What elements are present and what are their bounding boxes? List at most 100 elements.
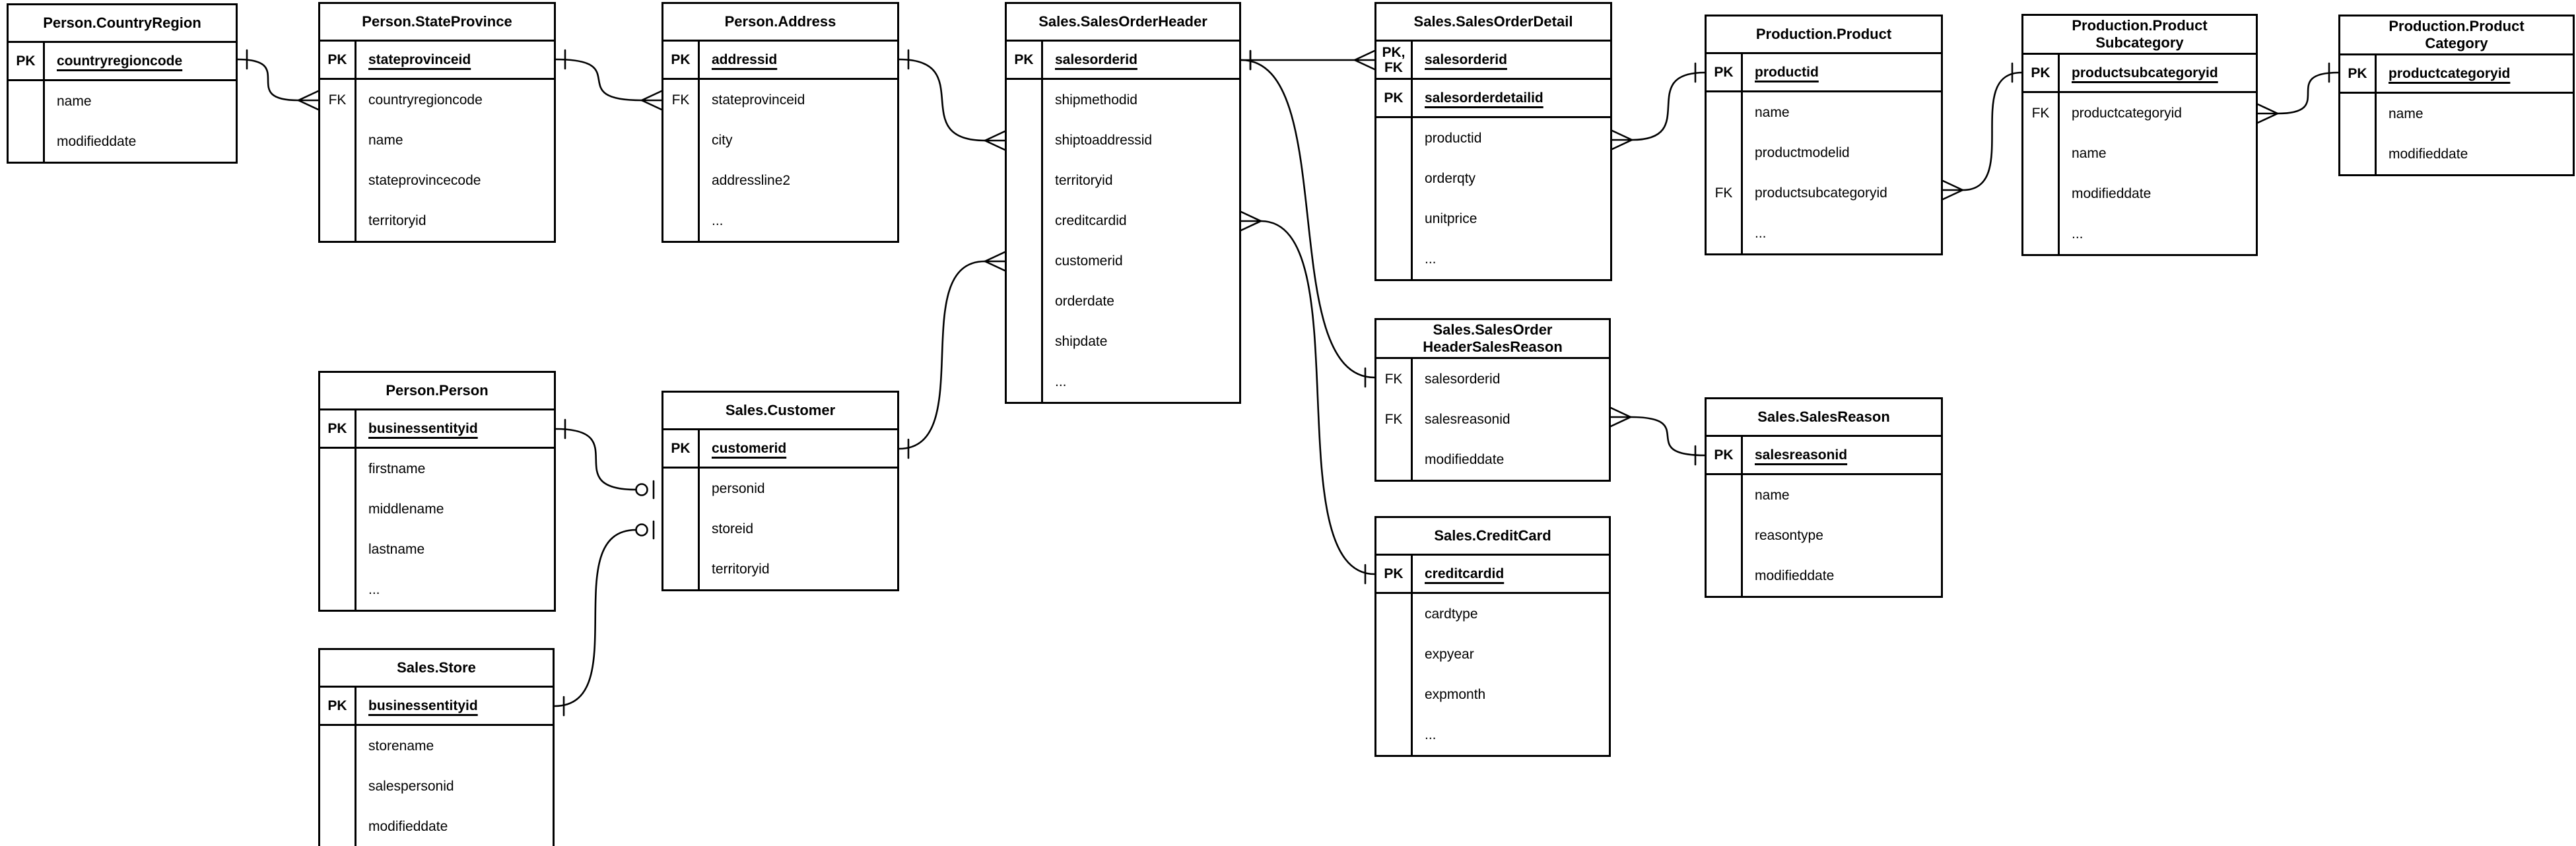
table-row-product_subcategory-modifieddate[interactable]: modifieddate <box>2023 174 2256 214</box>
table-title-store: Sales.Store <box>320 650 553 688</box>
table-row-sales_order_detail-productid[interactable]: productid <box>1376 118 1610 158</box>
table-row-product-name[interactable]: name <box>1707 92 1941 133</box>
table-row-state_province-stateprovincecode[interactable]: stateprovincecode <box>320 160 554 201</box>
table-row-product-more[interactable]: ... <box>1707 213 1941 253</box>
table-row-address-more[interactable]: ... <box>663 201 897 241</box>
table-row-product_subcategory-name[interactable]: name <box>2023 133 2256 174</box>
relationship-creditcard-salesorderheader[interactable] <box>1240 211 1376 585</box>
table-row-product_subcategory-more[interactable]: ... <box>2023 214 2256 254</box>
table-row-person-more[interactable]: ... <box>320 569 554 610</box>
table-row-product_category-modifieddate[interactable]: modifieddate <box>2340 134 2573 174</box>
table-row-store-storename[interactable]: storename <box>320 726 553 766</box>
table-row-credit_card-expyear[interactable]: expyear <box>1376 634 1609 674</box>
table-row-sales_reason-name[interactable]: name <box>1707 475 1941 515</box>
relationship-countryregion-stateprovince[interactable] <box>236 49 320 111</box>
table-row-header_sales_reason-modifieddate[interactable]: modifieddate <box>1376 439 1609 480</box>
table-row-customer-personid[interactable]: personid <box>663 469 897 509</box>
table-row-country_region-name[interactable]: name <box>9 81 236 121</box>
relationship-store-customer[interactable] <box>553 520 655 717</box>
table-row-sales_order_header-customerid[interactable]: customerid <box>1007 241 1239 281</box>
table-row-sales_order_header-creditcardid[interactable]: creditcardid <box>1007 201 1239 241</box>
table-row-sales_order_header-shipmethodid[interactable]: shipmethodid <box>1007 80 1239 120</box>
table-row-sales_order_header-shiptoaddressid[interactable]: shiptoaddressid <box>1007 120 1239 160</box>
relationship-salesorderheader-headersalesreason[interactable] <box>1240 49 1376 388</box>
table-row-state_province-territoryid[interactable]: territoryid <box>320 201 554 241</box>
relationship-headersalesreason-salesreason[interactable] <box>1610 407 1706 466</box>
table-row-store-modifieddate[interactable]: modifieddate <box>320 806 553 846</box>
table-row-credit_card-cardtype[interactable]: cardtype <box>1376 594 1609 634</box>
field-name: productid <box>1425 130 1482 146</box>
key-badge-empty <box>1007 321 1043 362</box>
table-row-sales_order_detail-unitprice[interactable]: unitprice <box>1376 199 1610 239</box>
relationship-productsubcategory-productcategory[interactable] <box>2256 62 2340 124</box>
table-row-address-addressline2[interactable]: addressline2 <box>663 160 897 201</box>
relationship-salesorderdetail-product[interactable] <box>1611 62 1706 150</box>
table-row-country_region-modifieddate[interactable]: modifieddate <box>9 121 236 162</box>
table-row-sales_order_header-more[interactable]: ... <box>1007 362 1239 402</box>
table-row-person-lastname[interactable]: lastname <box>320 529 554 569</box>
table-row-person-firstname[interactable]: firstname <box>320 449 554 489</box>
table-row-customer-storeid[interactable]: storeid <box>663 509 897 549</box>
relationship-customer-salesorderheader[interactable] <box>898 251 1006 459</box>
relationship-product-productsubcategory[interactable] <box>1942 62 2023 201</box>
table-row-sales_order_header-orderdate[interactable]: orderdate <box>1007 281 1239 321</box>
table-row-address-city[interactable]: city <box>663 120 897 160</box>
relationship-stateprovince-address[interactable] <box>555 49 663 111</box>
table-row-product-productmodelid[interactable]: productmodelid <box>1707 133 1941 173</box>
table-row-state_province-name[interactable]: name <box>320 120 554 160</box>
relationship-salesorderheader-salesorderdetail[interactable] <box>1240 49 1376 71</box>
table-row-sales_order_header-shipdate[interactable]: shipdate <box>1007 321 1239 362</box>
table-row-customer-territoryid[interactable]: territoryid <box>663 549 897 589</box>
table-row-store-salespersonid[interactable]: salespersonid <box>320 766 553 806</box>
crow-foot-marker <box>1240 211 1262 232</box>
table-row-credit_card-more[interactable]: ... <box>1376 715 1609 755</box>
key-badge-empty <box>320 529 356 569</box>
field-name: salespersonid <box>368 778 454 794</box>
table-row-sales_order_detail-orderqty[interactable]: orderqty <box>1376 158 1610 199</box>
table-row-credit_card-expmonth[interactable]: expmonth <box>1376 674 1609 715</box>
relationship-address-salesorderheader[interactable] <box>898 49 1006 151</box>
table-row-sales_order_detail-more[interactable]: ... <box>1376 239 1610 279</box>
relationship-person-customer[interactable] <box>555 418 655 500</box>
table-row-person-middlename[interactable]: middlename <box>320 489 554 529</box>
table-row-sales_reason-reasontype[interactable]: reasontype <box>1707 515 1941 556</box>
table-row-sales_reason-modifieddate[interactable]: modifieddate <box>1707 556 1941 596</box>
table-row-product_category-name[interactable]: name <box>2340 94 2573 134</box>
table-row-sales_order_header-territoryid[interactable]: territoryid <box>1007 160 1239 201</box>
key-badge-empty <box>320 569 356 610</box>
